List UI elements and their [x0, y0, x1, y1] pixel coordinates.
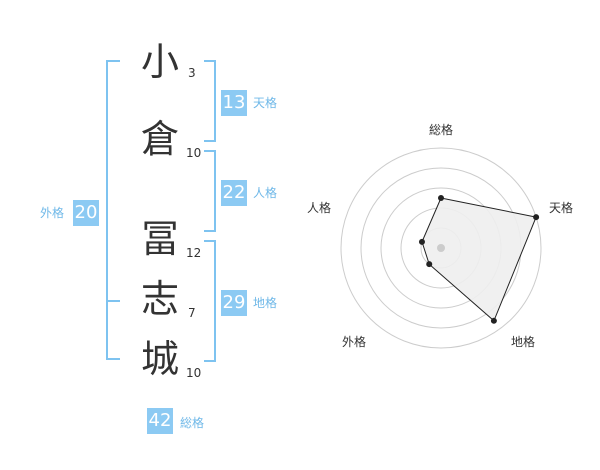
stroke-count-3: 12	[186, 246, 202, 260]
radar-point-tenkaku	[533, 214, 540, 221]
gaikaku-label: 外格	[40, 206, 65, 220]
radar-point-chikaku	[490, 317, 497, 324]
gaikaku-value: 20	[73, 200, 99, 226]
soukaku-value: 42	[147, 408, 173, 434]
soukaku-label: 総格	[180, 416, 205, 430]
tenkaku-label: 天格	[253, 96, 278, 110]
name-char-1: 小	[140, 40, 179, 84]
name-char-4: 志	[140, 277, 179, 321]
radar-center-dot	[437, 244, 445, 252]
jinkaku-bracket	[204, 150, 216, 232]
stroke-count-5: 10	[186, 366, 202, 380]
radar-polygon	[421, 197, 537, 322]
chikaku-bracket	[204, 240, 216, 362]
name-char-5: 城	[140, 337, 179, 381]
axis-label-jinkaku: 人格	[307, 200, 331, 215]
name-char-2: 倉	[140, 117, 179, 161]
radar-point-jinkaku	[418, 238, 425, 245]
stroke-count-1: 3	[188, 66, 196, 80]
axis-label-soukaku: 総格	[429, 122, 453, 137]
radar-point-soukaku	[438, 195, 444, 201]
axis-label-chikaku: 地格	[511, 334, 535, 349]
chikaku-value: 29	[221, 290, 247, 316]
stroke-count-4: 7	[188, 306, 196, 320]
radar-grid-ring	[340, 147, 542, 349]
axis-label-gaikaku: 外格	[342, 334, 366, 349]
radar-points	[418, 195, 540, 324]
axis-label-tenkaku: 天格	[549, 200, 573, 215]
chikaku-label: 地格	[253, 296, 278, 310]
name-char-3: 冨	[140, 217, 179, 261]
stroke-count-2: 10	[186, 146, 202, 160]
gaikaku-bracket-lower	[106, 298, 120, 360]
jinkaku-value: 22	[221, 180, 247, 206]
gaikaku-bracket-upper	[106, 60, 120, 302]
radar-point-gaikaku	[426, 261, 433, 268]
tenkaku-bracket	[204, 60, 216, 142]
tenkaku-value: 13	[221, 90, 247, 116]
jinkaku-label: 人格	[253, 186, 278, 200]
